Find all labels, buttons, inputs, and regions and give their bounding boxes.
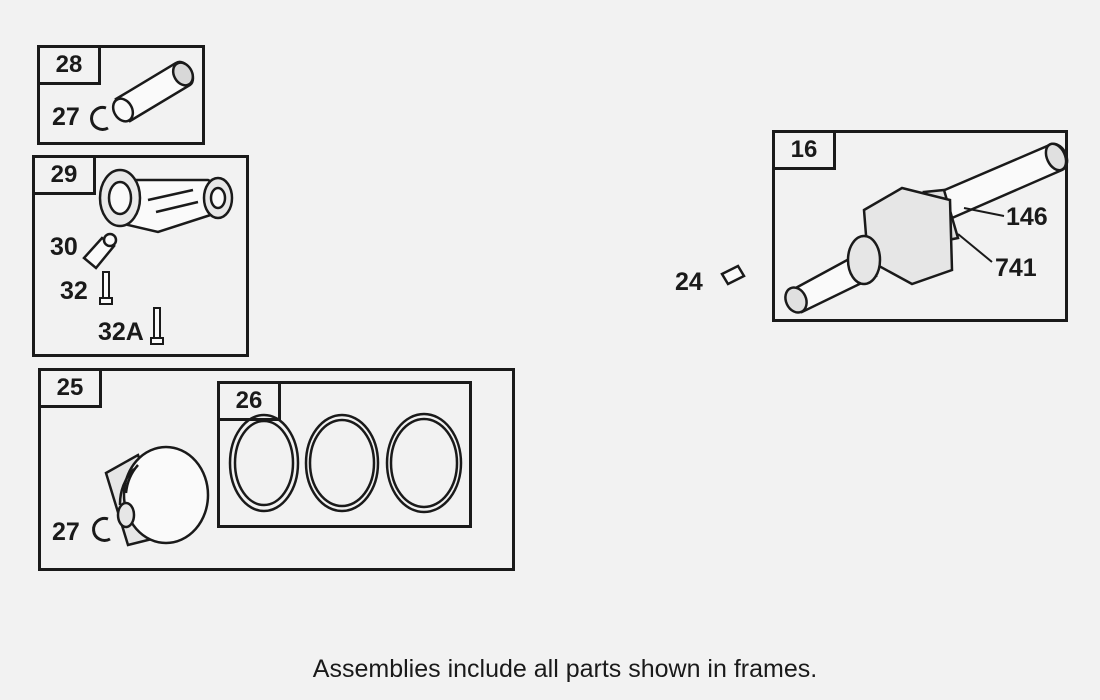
part-label-146: 146 [1006, 203, 1048, 231]
part-label-24: 24 [675, 268, 703, 296]
frame-16-tag: 16 [772, 130, 836, 170]
bolt-32a-illustration [150, 307, 164, 345]
crankshaft-key-illustration [720, 264, 746, 286]
frame-25: 25 [38, 368, 515, 571]
retaining-ring-illustration [90, 105, 109, 131]
frame-29: 29 [32, 155, 249, 357]
piston-illustration [104, 445, 210, 547]
bolt-32-illustration [99, 271, 113, 305]
part-label-30: 30 [50, 233, 78, 261]
piston-rings-illustration [228, 412, 463, 514]
frame-25-tag: 25 [38, 368, 102, 408]
piston-pin-illustration [111, 60, 195, 123]
frame-29-tag: 29 [32, 155, 96, 195]
dipper-illustration [82, 232, 118, 270]
crankshaft-illustration [784, 142, 1069, 314]
retaining-ring-2-illustration [92, 516, 111, 542]
part-label-27-top: 27 [52, 103, 80, 131]
frame-28-tag: 28 [37, 45, 101, 85]
frame-26: 26 [217, 381, 472, 528]
frame-16: 16 [772, 130, 1068, 322]
diagram-caption: Assemblies include all parts shown in fr… [312, 655, 818, 683]
part-label-32: 32 [60, 277, 88, 305]
part-label-32a: 32A [98, 318, 144, 346]
part-label-741: 741 [995, 254, 1037, 282]
part-label-27-bottom: 27 [52, 518, 80, 546]
connecting-rod-illustration [98, 168, 234, 234]
frame-28: 28 [37, 45, 205, 145]
